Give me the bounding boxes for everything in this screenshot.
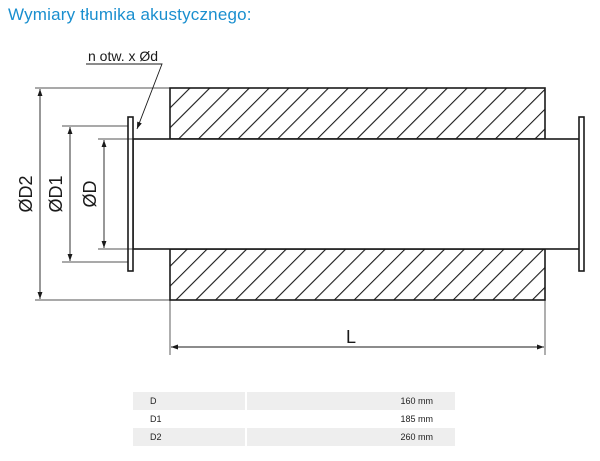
silencer-dimension-drawing: n otw. x Ød ØD2 ØD1 ØD L [16, 48, 585, 355]
label-l: L [346, 327, 356, 347]
dimension-name: D2 [150, 432, 162, 442]
insulation-top [169, 87, 546, 140]
table-row: D2 260 mm [133, 428, 455, 446]
flange-left [127, 116, 134, 272]
label-d: ØD [80, 180, 100, 207]
table-row: D 160 mm [133, 392, 455, 410]
flange-right [578, 116, 585, 272]
dimension-value: 185 mm [400, 414, 433, 424]
insulation-bottom [169, 248, 546, 301]
label-d2: ØD2 [16, 175, 36, 212]
dimension-name: D1 [150, 414, 162, 424]
inner-duct [132, 138, 583, 250]
dimension-value: 160 mm [400, 396, 433, 406]
label-d1: ØD1 [46, 175, 66, 212]
dimension-value: 260 mm [400, 432, 433, 442]
dimension-name: D [150, 396, 157, 406]
table-row: D1 185 mm [133, 410, 455, 428]
flange-note-leader [86, 63, 163, 130]
page-title: Wymiary tłumika akustycznego: [8, 5, 252, 24]
dimensions-table: D 160 mm D1 185 mm D2 260 mm [133, 392, 455, 446]
label-flange-note: n otw. x Ød [88, 48, 158, 64]
